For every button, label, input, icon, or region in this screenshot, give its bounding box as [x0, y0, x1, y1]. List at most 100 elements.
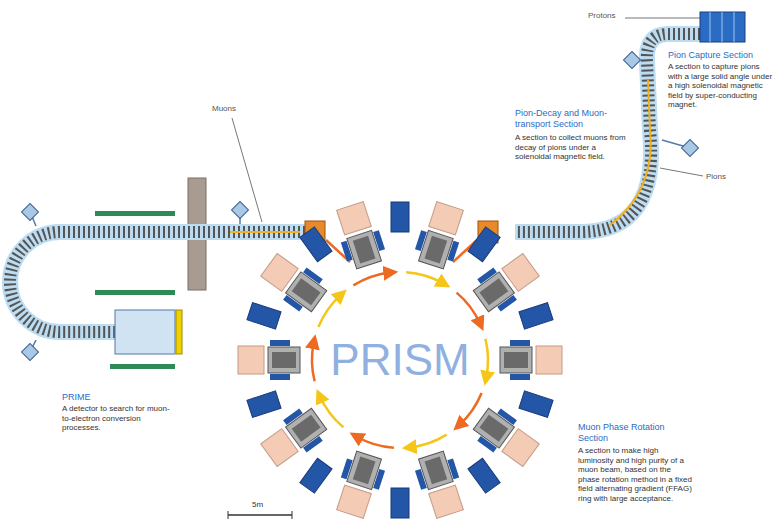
scale-bar: [228, 514, 292, 516]
ring-cell: [469, 403, 543, 472]
vacuum-ports: [22, 52, 699, 361]
gap-magnet: [468, 227, 500, 262]
detector-end: [176, 310, 182, 354]
gap-magnet: [519, 391, 553, 417]
port-diamond: [22, 204, 39, 221]
beam-arrow: [312, 342, 315, 382]
beam-trace: [610, 80, 651, 225]
beam-arrow: [356, 436, 394, 448]
port-diamond: [22, 344, 39, 361]
ring-cell: [412, 200, 469, 271]
ring-title: PRISM: [330, 334, 469, 387]
blue-tab: [270, 374, 290, 380]
leader-line: [660, 168, 703, 176]
beam-arrow: [353, 272, 390, 285]
grey-magnet: [473, 272, 514, 312]
port-diamond: [232, 202, 249, 219]
proton-line: [625, 17, 700, 18]
blue-magnet: [300, 458, 332, 493]
grey-magnet: [268, 347, 300, 373]
rf-cavity: [429, 202, 464, 235]
support-bar: [95, 290, 175, 295]
magnet-core: [292, 278, 321, 305]
beam-arrow: [406, 272, 444, 284]
blue-magnet: [519, 303, 553, 329]
section-note: A section to capture pions with a large …: [668, 62, 774, 110]
support-bar: [95, 211, 175, 216]
magnet-core: [425, 456, 448, 484]
blue-magnet: [300, 227, 332, 262]
ring-cell: [500, 340, 562, 380]
magnet-core: [504, 352, 528, 368]
scale-tick: [228, 511, 229, 519]
blue-magnet: [391, 202, 409, 232]
blue-magnet: [247, 391, 281, 417]
magnet-core: [292, 415, 321, 442]
ring-cell: [238, 340, 300, 380]
ring-cell: [257, 249, 331, 318]
section-note: A section to make high luminosity and hi…: [578, 446, 693, 504]
gap-magnet: [300, 458, 332, 493]
grey-magnet: [500, 347, 532, 373]
ring-cell: [331, 449, 388, 520]
blue-tab: [510, 374, 530, 380]
beam-arrow: [409, 435, 446, 448]
section-note: A detector to search for muon-to-electro…: [62, 404, 174, 433]
blue-magnet: [468, 458, 500, 493]
beam-arrow: [318, 295, 341, 327]
grey-magnet: [286, 272, 327, 312]
detector-block: [115, 310, 175, 354]
blue-tab: [510, 340, 530, 346]
gap-magnet: [300, 227, 332, 262]
rf-cavity: [238, 346, 264, 374]
beam-label: Pions: [706, 172, 726, 182]
scale-tick: [292, 511, 293, 519]
beam-arrow: [485, 339, 488, 379]
blue-tab: [270, 340, 290, 346]
beam-arrow: [457, 293, 481, 325]
coil-line: [734, 12, 735, 42]
rf-cavity: [429, 485, 464, 518]
blue-magnet: [391, 488, 409, 518]
magnet-core: [479, 278, 508, 305]
support-bar: [110, 364, 175, 369]
rf-cavity: [337, 202, 372, 235]
gap-magnet: [247, 303, 281, 329]
blue-magnet: [519, 391, 553, 417]
magnet-core: [353, 456, 376, 484]
coil-line: [722, 12, 723, 42]
beam-label: Protons: [588, 11, 616, 21]
section-note: A section to collect muons from decay of…: [515, 133, 630, 162]
magnet-core: [479, 415, 508, 442]
scale-label: 5m: [252, 500, 263, 510]
grey-magnet: [419, 451, 454, 489]
magnet-core: [425, 236, 448, 264]
capture-solenoid: [700, 12, 745, 42]
grey-magnet: [286, 408, 327, 448]
ffag-ring: [238, 200, 562, 521]
grey-magnet: [347, 451, 382, 489]
magnet-core: [272, 352, 296, 368]
section-heading: Muon Phase Rotation Section: [578, 422, 690, 444]
gap-magnet: [391, 202, 409, 232]
beam-arrow: [459, 393, 482, 425]
grey-magnet: [347, 230, 382, 268]
section-heading: Pion Capture Section: [668, 50, 774, 61]
blue-magnet: [468, 227, 500, 262]
magnet-core: [353, 236, 376, 264]
leader-line: [232, 118, 262, 222]
ring-cell: [412, 449, 469, 520]
coil-line: [710, 12, 711, 42]
blue-magnet: [247, 303, 281, 329]
beam-trace: [230, 231, 300, 233]
gap-magnet: [391, 488, 409, 518]
section-heading: PRIME: [62, 392, 91, 403]
rf-cavity: [536, 346, 562, 374]
ring-cell: [331, 200, 388, 271]
gap-magnet: [519, 303, 553, 329]
rf-cavity: [337, 485, 372, 518]
grey-magnet: [473, 408, 514, 448]
ring-cell: [257, 403, 331, 472]
beam-label: Muons: [212, 104, 236, 114]
